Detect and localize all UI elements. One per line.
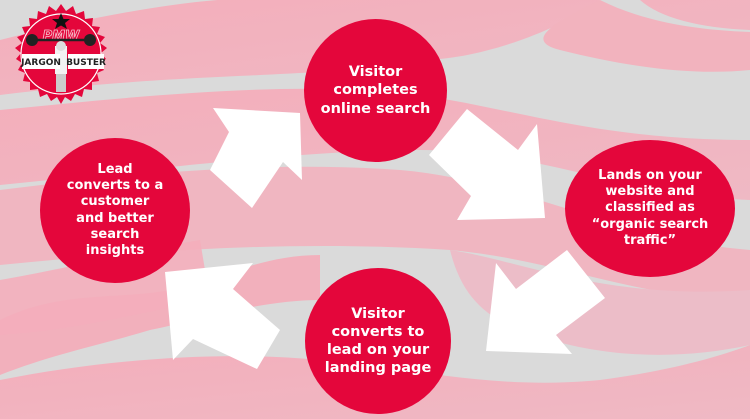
step-label: Lands on your website and classified as …	[591, 167, 709, 248]
step-label: Visitor completes online search	[320, 64, 431, 117]
jargon-buster-logo: PMW JARGON BUSTER	[6, 2, 116, 110]
step-node-organic-traffic: Lands on your website and classified as …	[565, 140, 735, 277]
step-node-customer-insights: Lead converts to a customer and better s…	[40, 138, 190, 283]
star-icon	[52, 13, 70, 29]
badge-text-right: BUSTER	[66, 58, 106, 68]
step-label: Visitor converts to lead on your landing…	[324, 305, 432, 377]
step-node-lead-conversion: Visitor converts to lead on your landing…	[305, 268, 451, 414]
step-label: Lead converts to a customer and better s…	[66, 161, 164, 258]
step-node-visitor-search: Visitor completes online search	[304, 19, 447, 162]
badge-text-left: JARGON	[20, 58, 61, 68]
